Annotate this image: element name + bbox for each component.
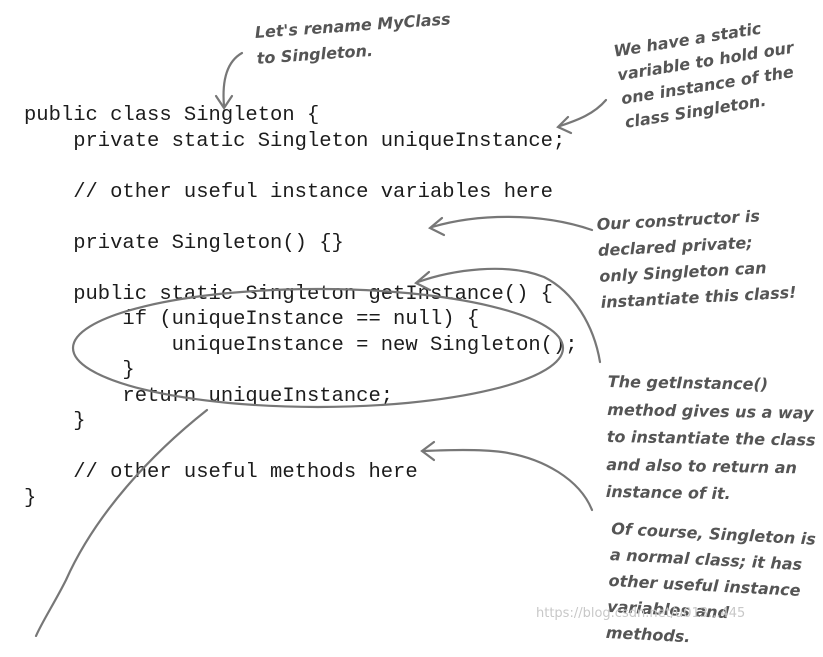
arrow-static-variable [558, 98, 608, 128]
code-line: } [24, 359, 135, 382]
arrowhead-static-variable [556, 115, 573, 135]
code-line: } [24, 486, 37, 510]
arrow-rename [222, 51, 244, 108]
code-line: private Singleton() {} [24, 231, 344, 255]
arrowhead-rename [214, 94, 234, 110]
code-line: // other useful instance variables here [24, 180, 553, 204]
code-line: private static Singleton uniqueInstance; [24, 129, 566, 153]
arrow-methods [422, 448, 594, 512]
watermark: https://blog.csdn.net/u013...445 [536, 606, 746, 621]
code-block: public class Singleton { private static … [24, 104, 578, 510]
annotation-arrows [34, 51, 608, 637]
arrowhead-get-instance [414, 270, 432, 292]
arrow-get-instance [416, 267, 602, 364]
arrowhead-methods [420, 440, 436, 462]
curve-to-bottom [34, 408, 209, 637]
code-line: if (uniqueInstance == null) { [24, 308, 480, 331]
note-constructor: Our constructor is declared private; onl… [596, 206, 797, 312]
arrowhead-constructor [428, 216, 446, 237]
code-line: return uniqueInstance; [24, 384, 394, 408]
note-normal-class: Of course, Singleton is a normal class; … [605, 518, 817, 647]
code-line: // other useful methods here [24, 461, 418, 484]
highlight-ellipse [71, 287, 565, 409]
code-line: public class Singleton { [24, 104, 320, 127]
note-get-instance: The getInstance() method gives us a way … [605, 371, 816, 504]
arrow-constructor [430, 215, 594, 232]
code-line: } [24, 410, 86, 433]
code-line: uniqueInstance = new Singleton(); [24, 333, 578, 357]
